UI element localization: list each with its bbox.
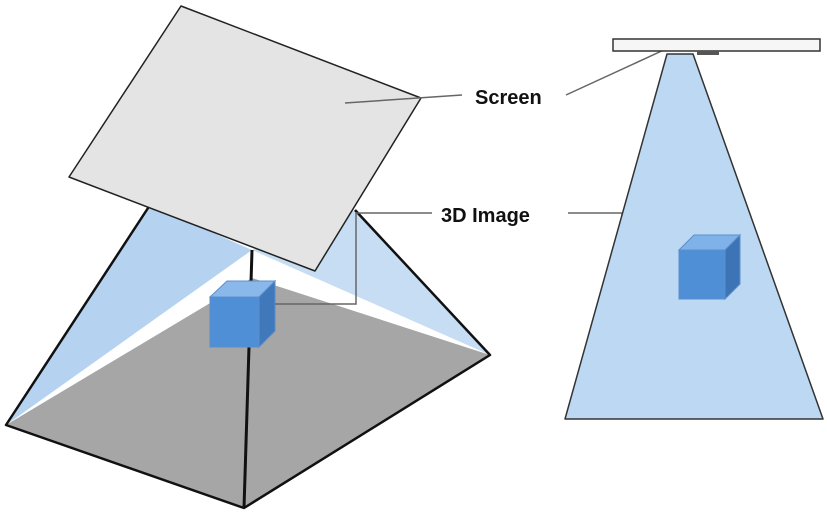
screen-label: Screen (475, 87, 542, 109)
perspective-view (4, 5, 492, 510)
leader-3d-image-left (275, 212, 432, 305)
cube-right (677, 233, 742, 301)
pyramid-left-face (6, 205, 252, 425)
screen-bar (612, 38, 821, 52)
cube-left (208, 279, 277, 349)
image-3d-label: 3D Image (441, 205, 530, 227)
screen-bar-mount (697, 51, 719, 55)
screen-panel (68, 5, 422, 272)
leader-screen-right (565, 48, 667, 96)
side-view (564, 38, 824, 420)
cube-right-front (678, 249, 726, 300)
cube-left-front (209, 296, 260, 348)
leader-screen-left (344, 94, 463, 104)
